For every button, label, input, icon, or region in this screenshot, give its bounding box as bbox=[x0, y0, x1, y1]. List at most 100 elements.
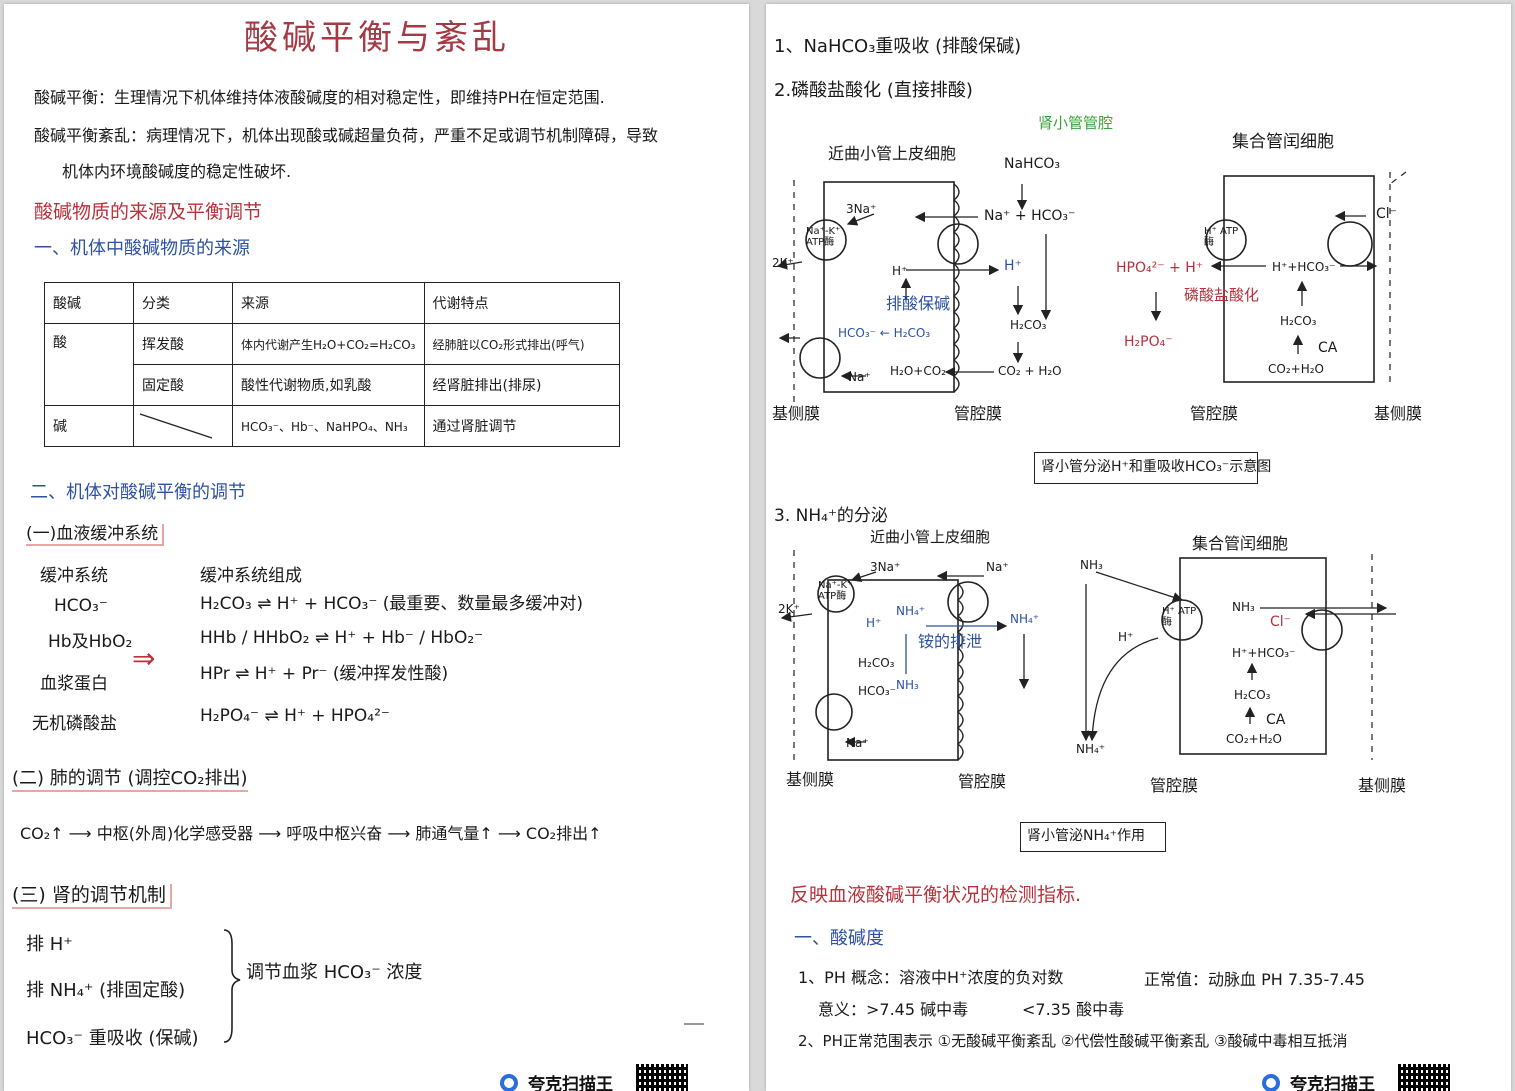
d3-2k: 2K⁺ bbox=[778, 602, 800, 616]
buffer-header: 缓冲系统 bbox=[40, 566, 108, 586]
caption-1: 肾小管分泌H⁺和重吸收HCO₃⁻示意图 bbox=[1041, 459, 1272, 475]
d1-nahco3: NaHCO₃ bbox=[1004, 156, 1060, 172]
d2-basal: 基侧膜 bbox=[1374, 404, 1423, 423]
d1-3na: 3Na⁺ bbox=[846, 202, 877, 216]
page-title: 酸碱平衡与紊乱 bbox=[244, 18, 510, 58]
d3-h2co3: H₂CO₃ bbox=[858, 656, 895, 670]
ph-normal-range: 2、PH正常范围表示 ①无酸碱平衡紊乱 ②代偿性酸碱平衡紊乱 ③酸碱中毒相互抵消 bbox=[798, 1032, 1348, 1050]
d3-basal: 基侧膜 bbox=[786, 770, 835, 789]
kidney-item: 排 H⁺ bbox=[26, 934, 73, 955]
d4-nh4: NH₄⁺ bbox=[1076, 742, 1106, 756]
d3-na: Na⁺ bbox=[986, 560, 1009, 574]
caption-box-1: 肾小管分泌H⁺和重吸收HCO₃⁻示意图 bbox=[1034, 452, 1271, 484]
table-cell: HCO₃⁻、Hb⁻、NaHPO₄、NH₃ bbox=[232, 405, 425, 447]
acid-base-source-table: 酸碱 分类 来源 代谢特点 酸 挥发酸 体内代谢产生H₂O+CO₂=H₂CO₃ … bbox=[44, 282, 620, 447]
table-row: 碱 HCO₃⁻、Hb⁻、NaHPO₄、NH₃ 通过肾脏调节 bbox=[44, 405, 620, 447]
d3-na2: Na⁺ bbox=[846, 736, 869, 750]
scanner-brand: 夸克扫描王 bbox=[528, 1075, 613, 1091]
table-row: 酸碱 分类 来源 代谢特点 bbox=[44, 282, 620, 324]
d4-lumen: 管腔膜 bbox=[1150, 776, 1199, 795]
scanner-logo-icon bbox=[1262, 1074, 1280, 1091]
d1-na: Na⁺ bbox=[848, 370, 871, 384]
d1-hco3-flow: HCO₃⁻ ← H₂CO₃ bbox=[838, 326, 931, 340]
ph-subheading: 一、酸碱度 bbox=[794, 928, 884, 949]
d3-h: H⁺ bbox=[866, 616, 882, 630]
table-cell: 经肺脏以CO₂形式排出(呼气) bbox=[423, 323, 620, 365]
buffer-item: Hb及HbO₂ bbox=[48, 632, 133, 652]
table-header-cell: 来源 bbox=[232, 282, 425, 324]
d3-nh4-out: NH₄⁺ bbox=[1010, 612, 1040, 626]
d1-pump: Na⁺-K⁺ ATP酶 bbox=[806, 226, 841, 248]
definition-1: 酸碱平衡：生理情况下机体维持体液酸碱度的相对稳定性，即维持PH在恒定范围. bbox=[34, 88, 605, 107]
item-3: 3. NH₄⁺的分泌 bbox=[774, 506, 888, 526]
d4-h2co3: H₂CO₃ bbox=[1234, 688, 1271, 702]
d4-h: H⁺ bbox=[1118, 630, 1134, 644]
d1-h-out: H⁺ bbox=[1004, 258, 1022, 274]
d3-nh3: NH₃ bbox=[896, 678, 919, 692]
subsection-2: (二) 肺的调节 (调控CO₂排出) bbox=[12, 768, 248, 792]
section-2-heading: 二、机体对酸碱平衡的调节 bbox=[30, 482, 246, 503]
section-1-heading: 一、机体中酸碱物质的来源 bbox=[34, 238, 250, 259]
green-note: 肾小管管腔 bbox=[1038, 114, 1114, 132]
d3-lumen: 管腔膜 bbox=[958, 772, 1007, 791]
kidney-item: HCO₃⁻ 重吸收 (保碱) bbox=[26, 1028, 199, 1049]
d2-cell-title: 集合管闰细胞 bbox=[1232, 132, 1334, 152]
d2-label-red: 磷酸盐酸化 bbox=[1184, 286, 1260, 304]
d4-co2h2o: CO₂+H₂O bbox=[1226, 732, 1282, 746]
scanner-logo-icon bbox=[500, 1074, 518, 1091]
ph-concept: 1、PH 概念：溶液中H⁺浓度的负对数 bbox=[798, 968, 1064, 987]
d1-co2-h2o: CO₂ + H₂O bbox=[998, 364, 1062, 378]
d4-pump: H⁺ ATP酶 bbox=[1162, 606, 1197, 628]
table-row: 酸 挥发酸 体内代谢产生H₂O+CO₂=H₂CO₃ 经肺脏以CO₂形式排出(呼气… bbox=[44, 323, 620, 406]
d3-pump: Na⁺-K⁺ ATP酶 bbox=[818, 580, 853, 602]
kidney-result: 调节血浆 HCO₃⁻ 浓度 bbox=[246, 962, 423, 983]
buffer-item: HCO₃⁻ bbox=[54, 596, 108, 616]
buffer-composition-header: 缓冲系统组成 bbox=[200, 566, 302, 586]
d3-hco3: HCO₃⁻ bbox=[858, 684, 896, 698]
right-page: 1、NaHCO₃重吸收 (排酸保碱) 2.磷酸盐酸化 (直接排酸) 肾小管管腔 bbox=[766, 4, 1511, 1091]
table-cell: 通过肾脏调节 bbox=[423, 405, 620, 447]
kidney-brace bbox=[223, 929, 704, 1043]
d1-2k: 2K⁺ bbox=[772, 256, 794, 270]
detection-heading: 反映血液酸碱平衡状况的检测指标. bbox=[790, 884, 1082, 906]
d4-nh3b: NH₃ bbox=[1232, 600, 1255, 614]
d2-h-hco3: H⁺+HCO₃⁻ bbox=[1272, 260, 1336, 274]
d4-h-hco3: H⁺+HCO₃⁻ bbox=[1232, 646, 1296, 660]
d3-label-blue: 铵的排泄 bbox=[918, 632, 983, 651]
definition-2b: 机体内环境酸碱度的稳定性破坏. bbox=[62, 162, 292, 181]
buffer-equation: HHb / HHbO₂ ⇌ H⁺ + Hb⁻ / HbO₂⁻ bbox=[200, 628, 484, 648]
d1-cell-title: 近曲小管上皮细胞 bbox=[828, 144, 957, 163]
caption-2: 肾小管泌NH₄⁺作用 bbox=[1027, 828, 1146, 844]
item-1: 1、NaHCO₃重吸收 (排酸保碱) bbox=[774, 36, 1022, 57]
d3-3na: 3Na⁺ bbox=[870, 560, 901, 574]
d4-cell-title: 集合管闰细胞 bbox=[1192, 534, 1289, 553]
kidney-item: 排 NH₄⁺ (排固定酸) bbox=[26, 980, 186, 1001]
subsection-3: (三) 肾的调节机制 bbox=[12, 884, 172, 909]
d1-basal: 基侧膜 bbox=[772, 404, 821, 423]
d1-h2o-co2: H₂O+CO₂ bbox=[890, 364, 946, 378]
subsection-1: (一)血液缓冲系统 bbox=[26, 524, 165, 547]
left-page: 酸碱平衡与紊乱 酸碱平衡：生理情况下机体维持体液酸碱度的相对稳定性，即维持PH在… bbox=[4, 4, 749, 1091]
d2-h2po4: H₂PO₄⁻ bbox=[1124, 334, 1173, 350]
d2-cl: Cl⁻ bbox=[1376, 206, 1398, 222]
qr-code-icon bbox=[1398, 1064, 1450, 1091]
section-heading-red: 酸碱物质的来源及平衡调节 bbox=[34, 201, 263, 223]
d2-h2co3: H₂CO₃ bbox=[1280, 314, 1317, 328]
d1-h-in: H⁺ bbox=[892, 264, 908, 278]
table-cell: 酸性代谢物质,如乳酸 bbox=[232, 364, 425, 406]
table-cell: 挥发酸 bbox=[133, 323, 233, 365]
ph-meaning-acidosis: <7.35 酸中毒 bbox=[1022, 1000, 1125, 1019]
table-cell: 酸 bbox=[44, 323, 134, 406]
qr-code-icon bbox=[636, 1064, 688, 1091]
table-cell-diagonal bbox=[133, 405, 233, 447]
d2-pump: H⁺ ATP酶 bbox=[1204, 226, 1239, 248]
d4-ca: CA bbox=[1266, 712, 1286, 728]
d2-co2h2o: CO₂+H₂O bbox=[1268, 362, 1324, 376]
double-arrow-icon: ⇒ bbox=[132, 642, 156, 675]
table-cell: 体内代谢产生H₂O+CO₂=H₂CO₃ bbox=[232, 323, 425, 365]
buffer-equation: H₂PO₄⁻ ⇌ H⁺ + HPO₄²⁻ bbox=[200, 706, 390, 726]
buffer-equation: HPr ⇌ H⁺ + Pr⁻ (缓冲挥发性酸) bbox=[200, 664, 449, 684]
ph-normal: 正常值：动脉血 PH 7.35-7.45 bbox=[1144, 970, 1365, 989]
scanner-brand: 夸克扫描王 bbox=[1290, 1075, 1375, 1091]
d2-lumen: 管腔膜 bbox=[1190, 404, 1239, 423]
